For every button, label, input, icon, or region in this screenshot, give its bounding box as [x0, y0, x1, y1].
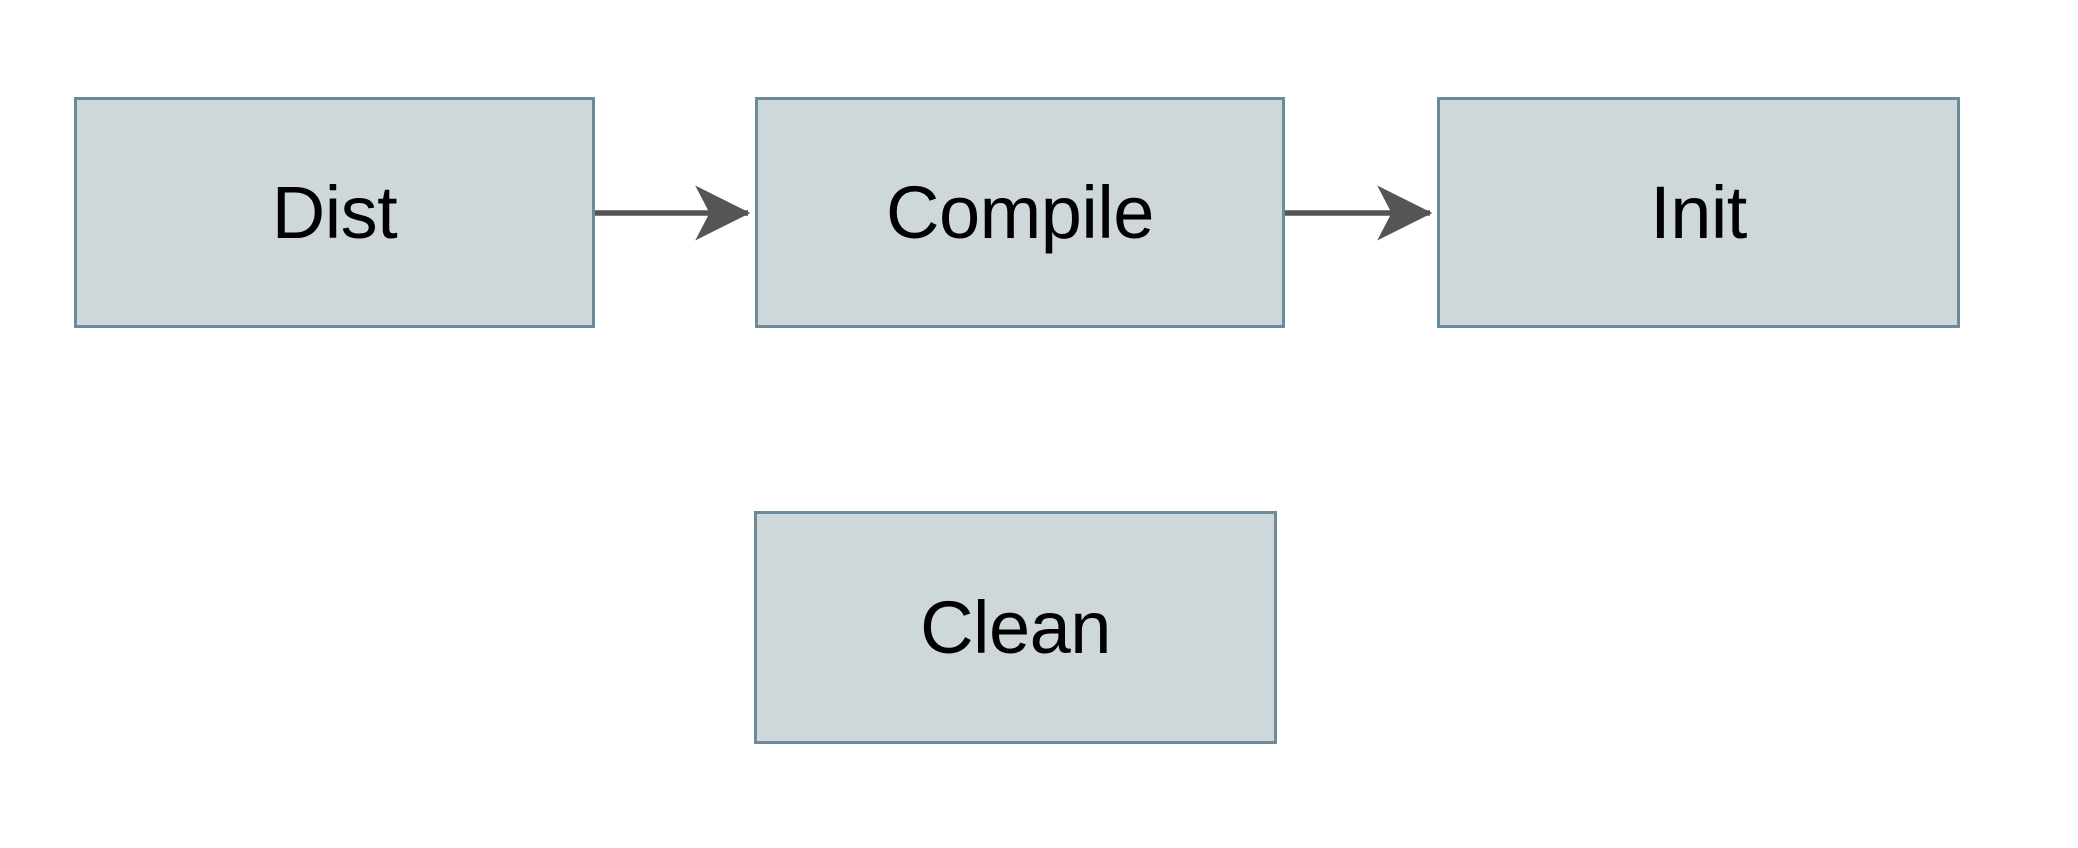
node-clean[interactable]: Clean [754, 511, 1277, 744]
node-init-label: Init [1650, 170, 1747, 254]
node-compile[interactable]: Compile [755, 97, 1285, 328]
node-dist-label: Dist [271, 170, 398, 254]
node-dist[interactable]: Dist [74, 97, 595, 328]
node-clean-label: Clean [920, 585, 1111, 669]
node-init[interactable]: Init [1437, 97, 1960, 328]
node-compile-label: Compile [886, 170, 1154, 254]
